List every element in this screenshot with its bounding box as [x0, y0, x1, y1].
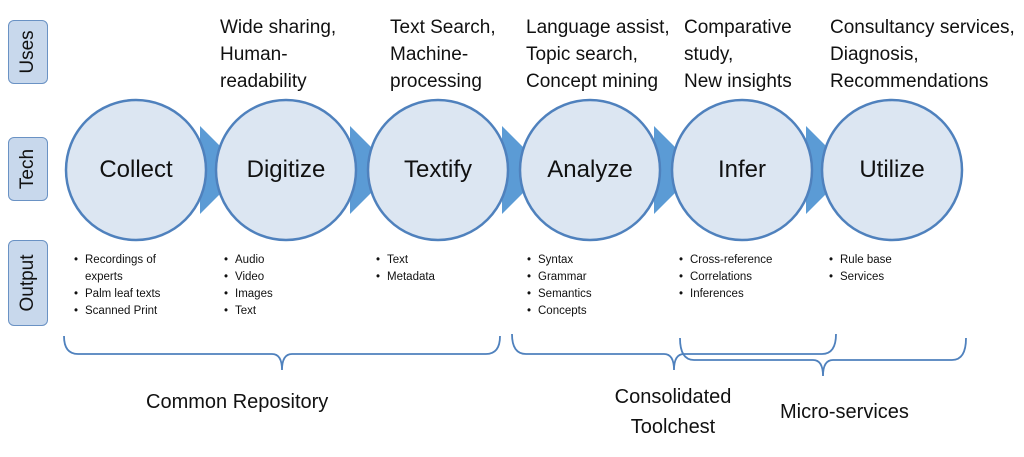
uses-line: New insights: [684, 71, 792, 92]
stage-circle-digitize: [214, 98, 358, 242]
group-label-line: Common Repository: [146, 391, 329, 413]
stage-utilize-label: Utilize: [859, 156, 925, 183]
output-collect: Recordings of experts Palm leaf texts Sc…: [72, 252, 160, 320]
uses-line: processing: [390, 71, 482, 92]
uses-line: readability: [220, 71, 307, 92]
uses-line: Machine-: [390, 44, 469, 65]
stage-digitize-label: Digitize: [246, 156, 326, 183]
uses-line: Topic search,: [526, 44, 638, 65]
output-item: Semantics: [525, 286, 592, 303]
group-consolidated-toolchest-label: Consolidated Toolchest: [600, 382, 746, 442]
stage-collect-label: Collect: [99, 156, 173, 183]
side-label-output: Output: [8, 240, 48, 326]
output-textify: Text Metadata: [374, 252, 435, 286]
group-label-line: Micro-services: [780, 401, 909, 423]
uses-line: study,: [684, 44, 734, 65]
uses-line: Concept mining: [526, 71, 659, 92]
output-item: Correlations: [677, 269, 772, 286]
output-item: Recordings of: [72, 252, 160, 269]
output-item-continuation: experts: [85, 271, 123, 283]
stage-analyze-label: Analyze: [547, 156, 633, 183]
uses-line: Wide sharing,: [220, 17, 337, 38]
output-item: Images: [222, 286, 273, 303]
group-common-repository-label: Common Repository: [146, 387, 328, 417]
group-micro-services-label: Micro-services: [780, 397, 909, 427]
stage-infer-label: Infer: [717, 156, 767, 183]
output-analyze: Syntax Grammar Semantics Concepts: [525, 252, 592, 320]
side-label-tech: Tech: [8, 137, 48, 201]
stage-textify-label: Textify: [403, 156, 472, 183]
uses-analyze: Language assist, Topic search, Concept m…: [526, 14, 670, 95]
brace-micro-services: [679, 337, 967, 377]
output-infer: Cross-reference Correlations Inferences: [677, 252, 772, 303]
brace-common-repository: [63, 335, 501, 371]
output-item: Grammar: [525, 269, 592, 286]
uses-line: Diagnosis,: [830, 44, 919, 65]
stage-circle-textify: [366, 98, 510, 242]
uses-line: Human-: [220, 44, 288, 65]
output-item: Syntax: [525, 252, 592, 269]
uses-line: Consultancy services,: [830, 17, 1015, 38]
output-utilize: Rule base Services: [827, 252, 892, 286]
uses-line: Comparative: [684, 17, 792, 38]
uses-infer: Comparative study, New insights: [684, 14, 792, 95]
uses-line: Text Search,: [390, 17, 496, 38]
output-digitize: Audio Video Images Text: [222, 252, 273, 320]
stage-circle-analyze: [518, 98, 662, 242]
output-item: Inferences: [677, 286, 772, 303]
output-item: Services: [827, 269, 892, 286]
uses-utilize: Consultancy services, Diagnosis, Recomme…: [830, 14, 1015, 95]
output-item: Rule base: [827, 252, 892, 269]
brace-consolidated-toolchest: [511, 333, 837, 371]
uses-digitize: Wide sharing, Human- readability: [220, 14, 336, 95]
stage-circle-collect: [64, 98, 208, 242]
stage-circle-utilize: [820, 98, 964, 242]
output-item: Metadata: [374, 269, 435, 286]
output-item: Text: [222, 303, 273, 320]
side-label-output-text: Output: [17, 254, 38, 312]
output-item: Cross-reference: [677, 252, 772, 269]
output-item: Concepts: [525, 303, 592, 320]
side-label-uses-text: Uses: [17, 30, 38, 74]
stage-circle-infer: [670, 98, 814, 242]
output-item: Text: [374, 252, 435, 269]
uses-textify: Text Search, Machine- processing: [390, 14, 496, 95]
output-item: Video: [222, 269, 273, 286]
side-label-uses: Uses: [8, 20, 48, 84]
output-item: Scanned Print: [72, 303, 160, 320]
output-item: Palm leaf texts: [72, 286, 160, 303]
uses-line: Recommendations: [830, 71, 989, 92]
group-label-line: Consolidated: [614, 386, 732, 408]
group-label-line: Toolchest: [630, 416, 716, 438]
output-item: Audio: [222, 252, 273, 269]
uses-line: Language assist,: [526, 17, 670, 38]
side-label-tech-text: Tech: [17, 148, 38, 190]
